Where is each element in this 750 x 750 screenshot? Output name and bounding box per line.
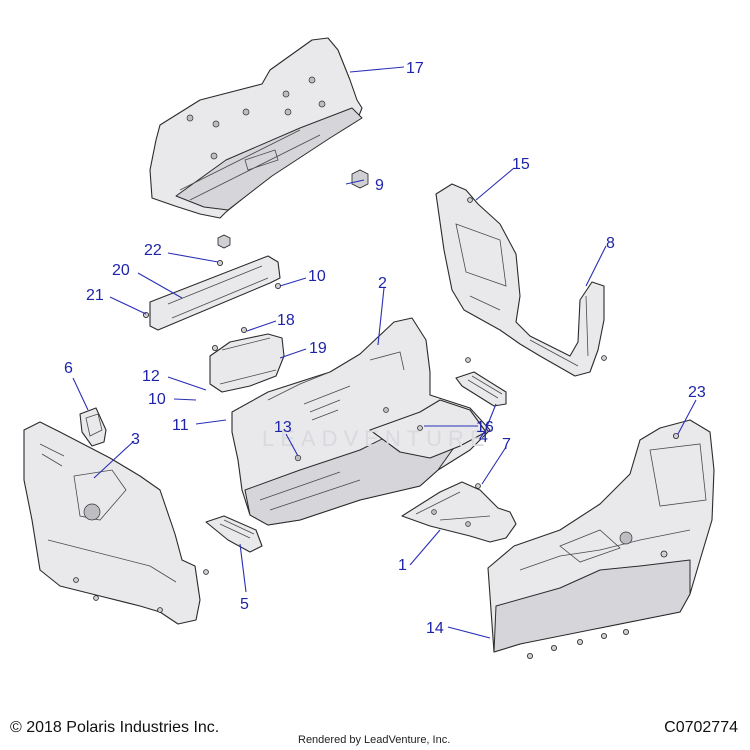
- callout-2: 2: [378, 275, 387, 292]
- callout-1: 1: [398, 557, 407, 574]
- part-4-footrest-right: [455, 357, 507, 407]
- callout-21: 21: [86, 287, 104, 304]
- copyright-notice: © 2018 Polaris Industries Inc.: [10, 719, 220, 736]
- callout-10-upper: 10: [308, 268, 326, 285]
- part-1-floor-plate: [401, 481, 517, 543]
- callout-9: 9: [375, 177, 384, 194]
- callout-22: 22: [144, 242, 162, 259]
- part-16-floor-pan: [369, 399, 487, 459]
- callout-3: 3: [131, 431, 140, 448]
- callout-4: 4: [479, 429, 488, 446]
- callout-5: 5: [240, 596, 249, 613]
- part-3-left-side-panel: [23, 421, 209, 625]
- part-6-trim-piece: [79, 407, 107, 447]
- leader-lines: [72, 66, 697, 639]
- callout-20: 20: [112, 262, 130, 279]
- part-5-footrest-left: [205, 515, 263, 553]
- callout-labels: 17 9 15 8 22 20 10 21 2 18 19 12 10 6 3 …: [64, 60, 706, 637]
- callout-10-lower: 10: [148, 391, 166, 408]
- fastener-row: [527, 629, 630, 660]
- callout-19: 19: [309, 340, 327, 357]
- part-9-nut: [217, 169, 369, 249]
- callout-17: 17: [406, 60, 424, 77]
- drawing-number: C0702774: [664, 719, 738, 736]
- part-19-cover: [209, 326, 285, 393]
- callout-6: 6: [64, 360, 73, 377]
- part-14-rear-trim: [487, 419, 715, 660]
- part-17-rear-panel: [149, 37, 363, 219]
- callout-23: 23: [688, 384, 706, 401]
- callout-18: 18: [277, 312, 295, 329]
- callout-15: 15: [512, 156, 530, 173]
- callout-14: 14: [426, 620, 444, 637]
- part-8-right-side-panel: [435, 183, 607, 377]
- callout-11: 11: [172, 417, 189, 434]
- callout-12: 13: [274, 419, 292, 436]
- watermark-text: LEADVENTURE: [262, 426, 491, 451]
- callout-7: 7: [502, 436, 511, 453]
- callout-13: 12: [142, 368, 160, 385]
- rendered-by-credit: Rendered by LeadVenture, Inc.: [298, 734, 451, 746]
- callout-16: 16: [476, 419, 494, 436]
- part-20-bracket: [142, 255, 281, 331]
- callout-8: 8: [606, 235, 615, 252]
